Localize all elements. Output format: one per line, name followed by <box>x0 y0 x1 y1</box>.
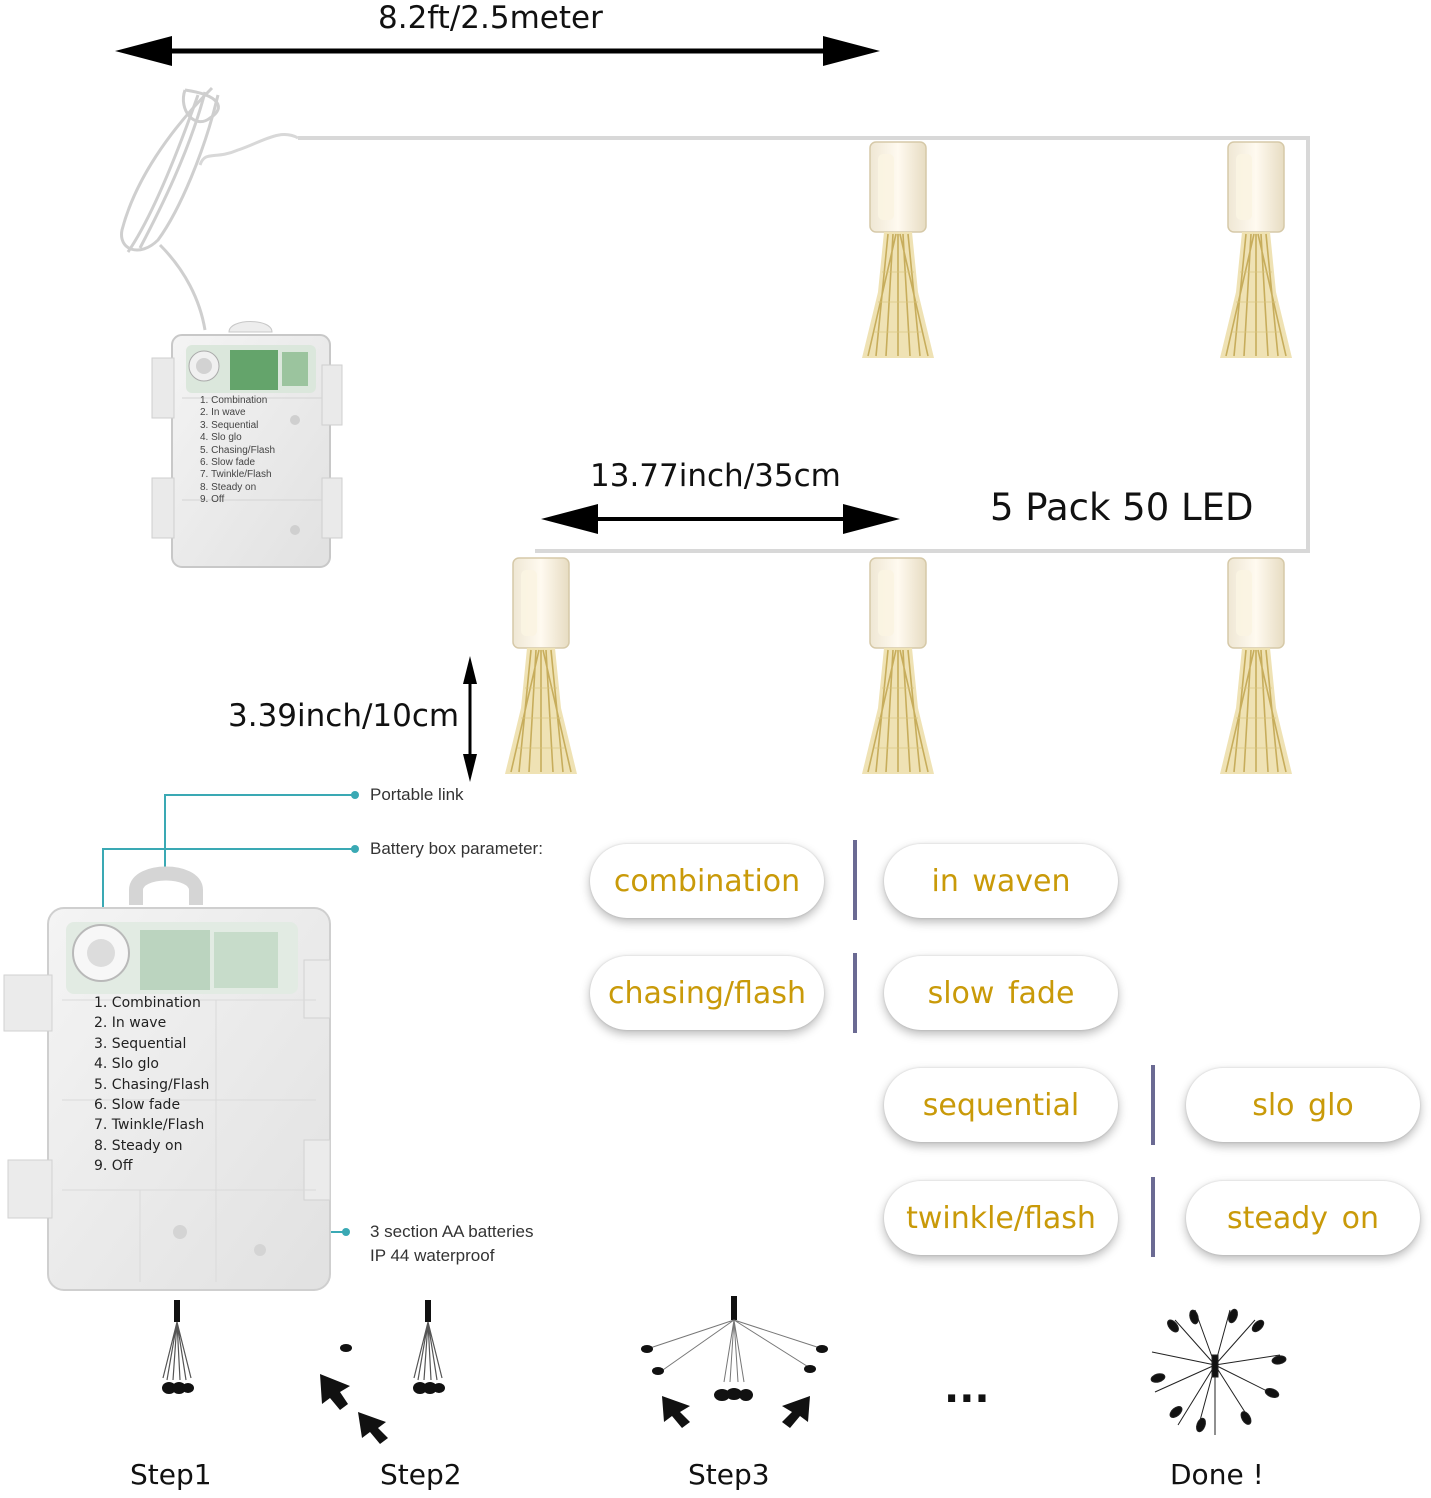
mode-item: 5. Chasing/Flash <box>200 444 276 456</box>
callout-waterproof: IP 44 waterproof <box>370 1246 495 1265</box>
led-tassel-2 <box>1219 141 1293 359</box>
mode-item: 7. Twinkle/Flash <box>200 469 272 481</box>
done-icon <box>1150 1308 1287 1435</box>
battery-box-large <box>3 866 331 1291</box>
mode-item: 3. Sequential <box>94 1035 187 1052</box>
step2-label: Step2 <box>380 1458 462 1491</box>
mode-item: 2. In wave <box>200 407 246 419</box>
ellipsis-label: ... <box>944 1366 990 1412</box>
led-tassel-4 <box>861 557 935 775</box>
step3-label: Step3 <box>688 1458 770 1491</box>
drop-arrow <box>463 656 477 782</box>
step1-icon <box>161 1299 195 1395</box>
callout-batteries: 3 section AA batteries <box>370 1222 534 1241</box>
mode-pill-slow-fade: slow fade <box>884 956 1118 1030</box>
mode-pill-combination: combination <box>590 844 824 918</box>
divider-2 <box>853 953 857 1033</box>
spacing-label: 13.77inch/35cm <box>590 458 841 494</box>
step1-label: Step1 <box>130 1458 212 1491</box>
mode-pill-steady-on: steady on <box>1186 1181 1420 1255</box>
battery-box-small <box>151 321 343 568</box>
led-tassel-1 <box>861 141 935 359</box>
mode-pill-chasing-flash: chasing/flash <box>590 956 824 1030</box>
led-tassel-5 <box>1219 557 1293 775</box>
battery-box-small-modes: 1. Combination 2. In wave 3. Sequential … <box>200 395 275 507</box>
mode-item: 1. Combination <box>94 995 201 1011</box>
mode-item: 2. In wave <box>94 1015 167 1032</box>
total-length-label: 8.2ft/2.5meter <box>378 0 603 36</box>
mode-pill-slo-glo: slo glo <box>1186 1068 1420 1142</box>
callout-portable-link: Portable link <box>370 785 464 804</box>
done-label: Done ! <box>1170 1458 1264 1491</box>
length-arrow <box>115 36 880 66</box>
product-title: 5 Pack 50 LED <box>990 486 1254 529</box>
led-tassel-3 <box>504 557 578 775</box>
mode-pill-twinkle-flash: twinkle/flash <box>884 1181 1118 1255</box>
battery-box-large-modes: 1. Combination 2. In wave 3. Sequential … <box>94 993 209 1177</box>
mode-item: 6. Slow fade <box>200 457 256 469</box>
divider-1 <box>853 840 857 920</box>
drop-length-label: 3.39inch/10cm <box>228 698 460 734</box>
mode-item: 9. Off <box>200 494 225 506</box>
step3-icon <box>641 1296 828 1428</box>
callout-battery-param: Battery box parameter: <box>370 839 543 858</box>
divider-4 <box>1151 1177 1155 1257</box>
divider-3 <box>1151 1065 1155 1145</box>
mode-item: 3. Sequential <box>200 419 259 431</box>
mode-item: 4. Slo glo <box>200 432 242 444</box>
spacing-arrow <box>541 504 900 534</box>
step2-icon <box>320 1299 446 1444</box>
mode-item: 9. Off <box>94 1158 133 1175</box>
mode-item: 6. Slow fade <box>94 1097 181 1114</box>
mode-item: 8. Steady on <box>200 481 257 493</box>
string-wire <box>298 136 1310 553</box>
mode-item: 8. Steady on <box>94 1137 183 1154</box>
mode-pill-sequential: sequential <box>884 1068 1118 1142</box>
mode-item: 7. Twinkle/Flash <box>94 1117 205 1134</box>
mode-pill-in-waven: in waven <box>884 844 1118 918</box>
mode-item: 5. Chasing/Flash <box>94 1076 210 1093</box>
mode-item: 4. Slo glo <box>94 1056 159 1073</box>
coiled-wire <box>120 86 220 331</box>
mode-item: 1. Combination <box>200 395 268 406</box>
